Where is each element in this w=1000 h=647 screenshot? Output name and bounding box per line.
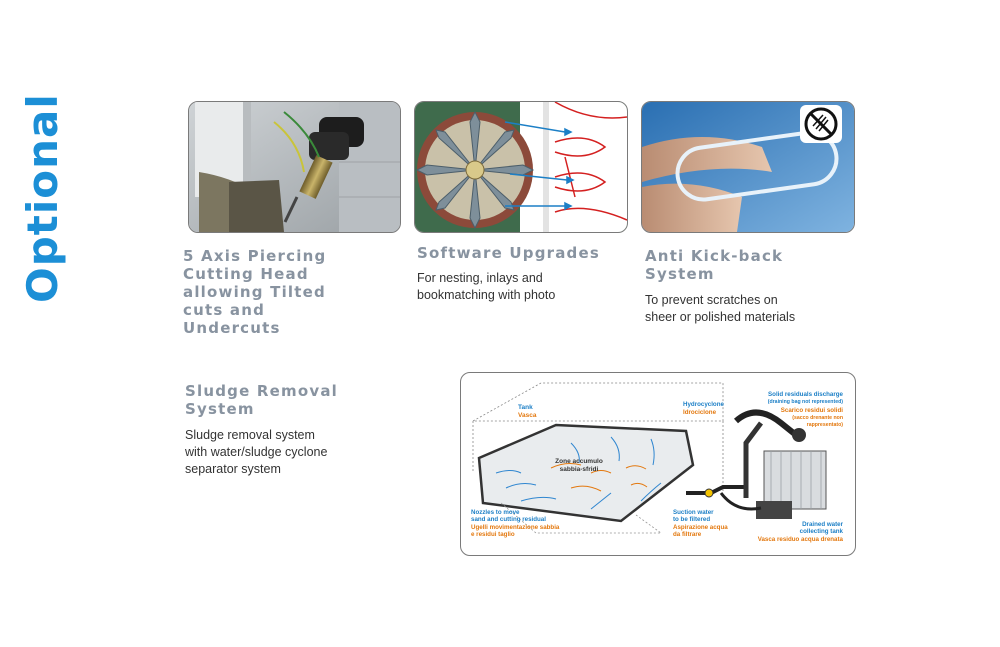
feature-desc-software: For nesting, inlays and bookmatching wit… [417, 271, 556, 302]
label-tank-it: Vasca [518, 412, 537, 419]
feature-title-software: Software Upgrades [417, 244, 600, 262]
software-inlay-photo [414, 101, 628, 233]
label-nozzles-it1: Ugelli movimentazione sabbia [471, 524, 560, 531]
label-suction-en1: Suction water [673, 509, 714, 516]
feature-title-anti-kickback: Anti Kick-back System [645, 247, 784, 283]
label-solid-it2: (sacco drenante non [792, 415, 843, 421]
label-drained-en1: Drained water [802, 521, 844, 528]
feature-desc-sludge: Sludge removal system with water/sludge … [185, 428, 328, 476]
label-solid-en2: (draining bag not represented) [768, 399, 843, 405]
label-tank-en: Tank [518, 404, 533, 411]
label-drained-en2: collecting tank [800, 528, 844, 535]
sludge-system-diagram: Tank Vasca Zone accumulo sabbia-sfridi N… [460, 372, 856, 556]
no-scratch-icon [800, 105, 842, 143]
label-nozzles-en2: sand and cutting residual [471, 516, 546, 523]
label-hydrocyclone-en: Hydrocyclone [683, 401, 724, 408]
label-suction-en2: to be filtered [673, 516, 710, 523]
label-zone-2: sabbia-sfridi [560, 466, 599, 473]
cutting-head-photo [188, 101, 401, 233]
label-nozzles-it2: e residui taglio [471, 531, 515, 538]
feature-desc-anti-kickback: To prevent scratches on sheer or polishe… [645, 293, 796, 324]
label-solid-it3: rappresentato) [807, 422, 844, 428]
label-drained-it1: Vasca residuo acqua drenata [758, 536, 844, 543]
section-title: Optional [18, 93, 67, 303]
label-hydrocyclone-it: Idrociclone [683, 409, 717, 416]
label-solid-it1: Scarico residui solidi [781, 407, 844, 414]
label-suction-it1: Aspirazione acqua [673, 524, 728, 531]
label-solid-en1: Solid residuals discharge [768, 391, 844, 398]
label-suction-it2: da filtrare [673, 531, 702, 538]
label-nozzles-en1: Nozzles to move [471, 509, 520, 516]
label-zone-1: Zone accumulo [555, 458, 603, 465]
feature-title-cutting-head: 5 Axis Piercing Cutting Head allowing Ti… [183, 247, 327, 337]
feature-title-sludge: Sludge Removal System [185, 382, 338, 418]
